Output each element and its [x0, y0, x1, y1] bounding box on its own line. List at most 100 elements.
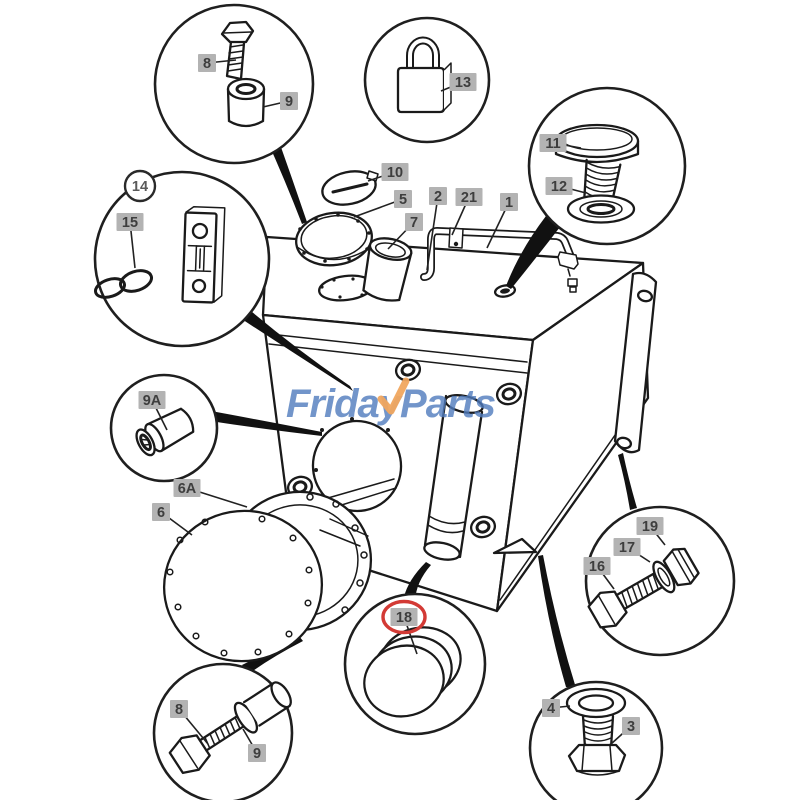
callout-circle-plug-18 — [343, 592, 487, 736]
tube-top-rim — [444, 394, 484, 414]
part-number-text: 8 — [203, 56, 211, 72]
boss-fitting-3 — [469, 515, 497, 539]
label-box — [381, 163, 409, 181]
cover-bolt — [323, 259, 327, 263]
strap-hole-top — [636, 289, 654, 303]
gauge-window — [186, 244, 213, 273]
callout-ring — [93, 170, 271, 348]
highlight-ring — [381, 599, 427, 635]
front-access-hole — [311, 417, 403, 518]
leader-wedge-bolt16 — [618, 453, 637, 510]
boss-inner — [400, 363, 416, 377]
part-label-9: 9 — [242, 728, 266, 762]
detail-cover-plates — [162, 490, 373, 663]
plate-hole — [220, 649, 228, 657]
label-box — [394, 190, 412, 208]
detail-padlock-13 — [396, 36, 452, 114]
small-plug-top — [567, 278, 578, 293]
rim-bolt-hole — [386, 428, 390, 432]
bolt-shank — [198, 714, 247, 752]
bolt-threads-16 — [621, 573, 660, 609]
neck-bore — [374, 242, 406, 258]
cover-bolt — [336, 213, 340, 217]
part-label-8: 8 — [198, 54, 237, 72]
tube-bottom-rim — [423, 541, 461, 561]
label-box — [248, 744, 266, 762]
brand-check-icon — [377, 377, 410, 415]
bolt-threads — [227, 44, 244, 72]
watermark-brand-text: FridayParts — [286, 382, 495, 426]
callout-circle-bolt-spacer-bottom — [152, 662, 294, 800]
callout-circle-sight-gauge — [93, 170, 271, 348]
suction-tube — [423, 394, 484, 561]
plug-glyph — [567, 278, 578, 293]
label-circle — [123, 169, 157, 203]
label-box — [613, 538, 641, 556]
label-box — [170, 700, 188, 718]
part-number-text: 15 — [122, 215, 138, 231]
plate-hole — [258, 515, 266, 523]
part-number-text: 9 — [285, 94, 293, 110]
plate-hole — [174, 603, 182, 611]
seal-mid — [579, 200, 623, 218]
label-box — [622, 717, 640, 735]
filler-neck — [362, 237, 413, 302]
part-number-text: 6 — [157, 505, 165, 521]
label-box — [405, 213, 423, 231]
part-number-text: 1 — [505, 195, 513, 211]
plug-hex-facets — [576, 745, 620, 776]
part-label-4: 4 — [542, 699, 571, 717]
tank-right-face — [495, 261, 650, 613]
bushing-body — [146, 407, 195, 453]
callout-circle-bolt-spacer-top — [153, 3, 315, 165]
bolt-head-facet — [179, 740, 199, 769]
part-label-13: 13 — [440, 73, 477, 92]
plate-hole — [192, 632, 200, 640]
neck-sides — [362, 243, 413, 302]
part-number-text: 11 — [545, 136, 560, 152]
rim-bolt-hole — [320, 428, 324, 432]
plate-hole — [166, 568, 174, 576]
callout-circle-breather-cap — [527, 86, 687, 246]
plug-threads — [583, 719, 613, 748]
part-number-text: 19 — [642, 519, 658, 535]
spacer-top — [226, 77, 266, 101]
detail-seal-12 — [566, 194, 636, 224]
detail-washer-4 — [565, 687, 627, 719]
cap-top — [554, 123, 640, 159]
part-label-8: 8 — [170, 700, 209, 745]
plate-hole — [305, 566, 313, 574]
cover-bolt — [367, 231, 371, 235]
opening-bolt — [360, 293, 364, 297]
gasket-hole — [341, 606, 349, 614]
label-box — [138, 391, 166, 409]
stem-threads — [584, 161, 621, 199]
boss-outer — [469, 515, 497, 539]
plate-connect-lines — [319, 518, 369, 547]
washer-outer — [565, 687, 627, 719]
callout-circle-washer-plug — [528, 680, 664, 800]
watermark-brand: FridayParts — [286, 377, 496, 426]
leader-wedge-topleft — [266, 133, 307, 224]
part-number-text: 7 — [410, 215, 418, 231]
bolt-head — [168, 734, 211, 775]
cover-bolt — [314, 217, 318, 221]
plate-hole — [201, 518, 209, 526]
strap-hole-bottom — [615, 436, 633, 450]
label-box — [636, 517, 664, 535]
rim-bolt-hole — [314, 468, 318, 472]
detail-cover-plate-6 — [162, 509, 324, 663]
port-hole — [500, 288, 510, 294]
part-label-10: 10 — [367, 163, 409, 182]
top-cover-plate — [295, 211, 373, 267]
detail-bolt-spacer-lower — [168, 681, 292, 775]
cap-slot — [331, 182, 369, 194]
leader-wedges — [210, 133, 637, 688]
label-box — [449, 73, 477, 91]
part-label-21: 21 — [451, 188, 483, 236]
tube-sides — [423, 394, 484, 559]
seal-bore — [586, 203, 616, 215]
cover-bolt — [365, 247, 369, 251]
part-label-6: 6 — [152, 503, 193, 536]
